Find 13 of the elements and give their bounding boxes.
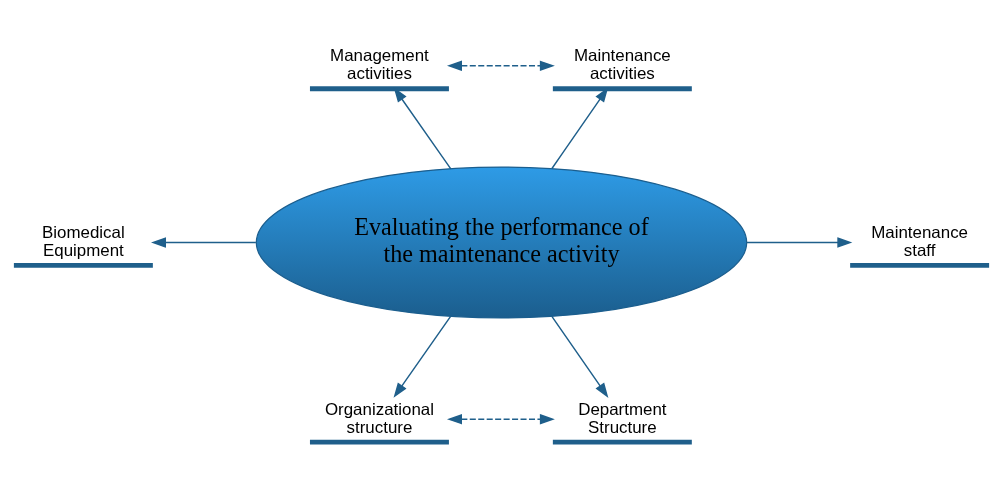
arrow [446, 413, 555, 425]
node-text: Biomedical Equipment [41, 222, 125, 261]
node-text: Organizational structure [324, 399, 434, 437]
arrow [446, 60, 555, 72]
node-text: Maintenance activities [573, 46, 671, 84]
node-text: Management activities [329, 46, 429, 84]
arrow [150, 237, 257, 248]
node-text: Department Structure [577, 399, 667, 437]
node-text: Maintenance staff [870, 222, 968, 261]
arrow [393, 315, 451, 398]
arrow [745, 237, 852, 248]
node-ellipse: Evaluating the performance of the maintenance activity [255, 166, 747, 319]
arrow [550, 315, 608, 398]
